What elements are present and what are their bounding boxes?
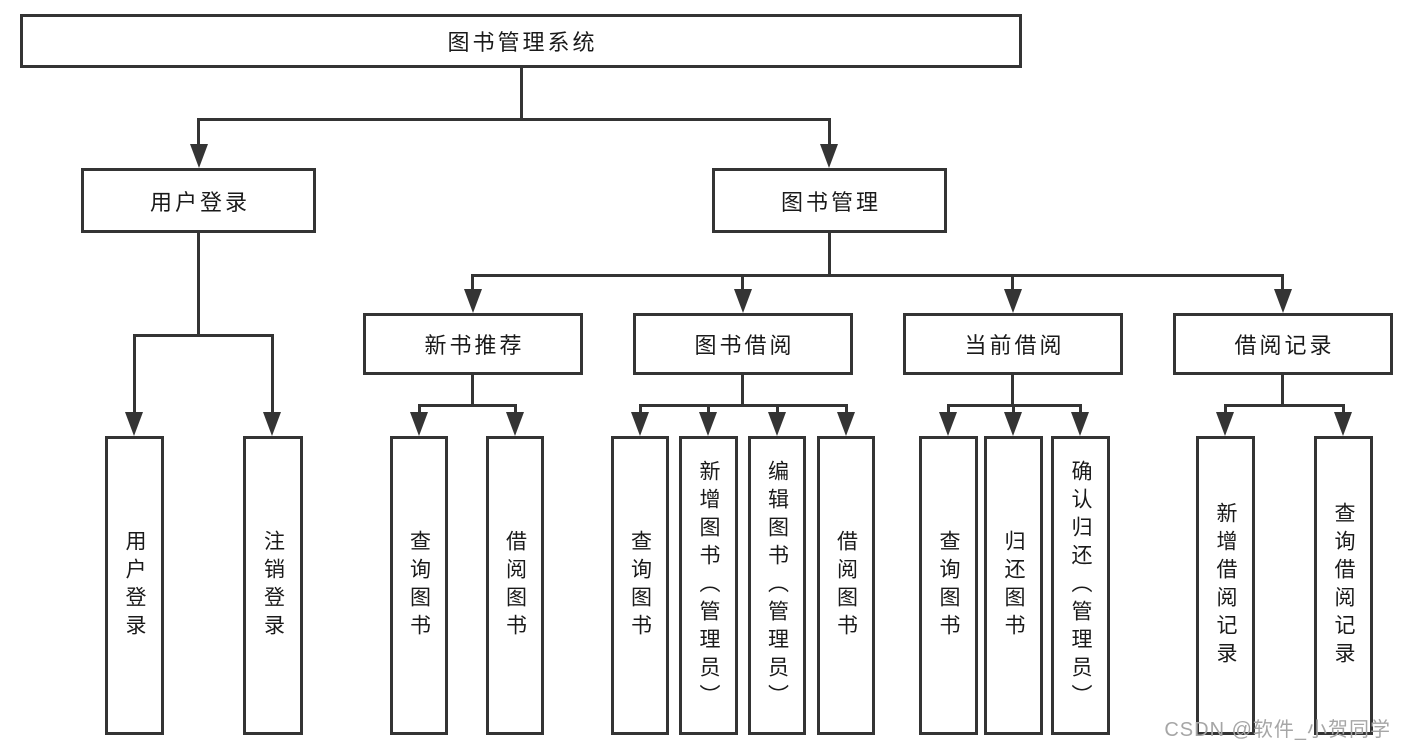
node-user-login: 用户登录 bbox=[81, 168, 316, 233]
connector-leaf-shaft bbox=[418, 406, 421, 414]
connector-borrow-records-stem bbox=[1281, 373, 1284, 407]
arrowhead-leaf-icon bbox=[1071, 412, 1089, 436]
node-label: 新书推荐 bbox=[424, 333, 525, 358]
node-new-book-recommendation: 新书推荐 bbox=[363, 313, 583, 375]
arrowhead-leaf-icon bbox=[410, 412, 428, 436]
arrowhead-current-borrow-icon bbox=[1004, 289, 1022, 313]
arrowhead-user-login-icon bbox=[190, 144, 208, 168]
leaf-query-borrow-record: 查询借阅记录 bbox=[1314, 436, 1373, 735]
connector-root-stem bbox=[520, 66, 523, 121]
connector-new-book-rail bbox=[418, 404, 517, 407]
connector-user-login-rail bbox=[133, 334, 274, 337]
connector-user-login-shaft bbox=[197, 120, 200, 146]
connector-current-borrow-shaft bbox=[1011, 276, 1014, 291]
leaf-label: 编辑图书（管理员） bbox=[765, 459, 789, 712]
leaf-label: 查询图书 bbox=[628, 529, 652, 642]
node-borrowing-records: 借阅记录 bbox=[1173, 313, 1393, 375]
leaf-label: 查询借阅记录 bbox=[1332, 501, 1355, 670]
connector-leaf-shaft bbox=[707, 406, 710, 414]
connector-leaf-shaft bbox=[639, 406, 642, 414]
arrowhead-leaf-login-icon bbox=[125, 412, 143, 436]
arrowhead-leaf-icon bbox=[1216, 412, 1234, 436]
node-current-borrowing: 当前借阅 bbox=[903, 313, 1123, 375]
connector-leaf-shaft bbox=[845, 406, 848, 414]
leaf-borrow-books-recommend: 借阅图书 bbox=[486, 436, 544, 735]
connector-leaf-shaft bbox=[1342, 406, 1345, 414]
node-label: 当前借阅 bbox=[964, 333, 1065, 358]
connector-book-borrow-shaft bbox=[741, 276, 744, 291]
arrowhead-leaf-icon bbox=[837, 412, 855, 436]
arrowhead-leaf-logout-icon bbox=[263, 412, 281, 436]
leaf-label: 归还图书 bbox=[1002, 529, 1025, 642]
connector-leaf-shaft bbox=[1224, 406, 1227, 414]
leaf-borrow-books-borrow: 借阅图书 bbox=[817, 436, 875, 735]
arrowhead-leaf-icon bbox=[506, 412, 524, 436]
leaf-label: 新增图书（管理员） bbox=[697, 459, 720, 712]
arrowhead-borrow-records-icon bbox=[1274, 289, 1292, 313]
connector-book-mgmt-stem bbox=[828, 231, 831, 277]
leaf-confirm-return-admin: 确认归还（管理员） bbox=[1051, 436, 1110, 735]
leaf-query-books-borrow: 查询图书 bbox=[611, 436, 669, 735]
leaf-return-books: 归还图书 bbox=[984, 436, 1043, 735]
leaf-label: 查询图书 bbox=[937, 529, 960, 642]
connector-leaf-shaft bbox=[1079, 406, 1082, 414]
connector-new-book-stem bbox=[471, 373, 474, 407]
node-label: 图书管理 bbox=[780, 189, 881, 215]
leaf-label: 借阅图书 bbox=[834, 529, 858, 642]
connector-current-borrow-rail bbox=[947, 404, 1082, 407]
connector-new-book-shaft bbox=[471, 276, 474, 291]
node-label: 图书借阅 bbox=[694, 333, 795, 358]
leaf-add-book-admin: 新增图书（管理员） bbox=[679, 436, 738, 735]
leaf-add-borrow-record: 新增借阅记录 bbox=[1196, 436, 1255, 735]
arrowhead-leaf-icon bbox=[939, 412, 957, 436]
node-library-management-system: 图书管理系统 bbox=[20, 14, 1022, 68]
connector-leaf-shaft bbox=[1012, 406, 1015, 414]
connector-current-borrow-stem bbox=[1011, 373, 1014, 407]
leaf-query-books-recommend: 查询图书 bbox=[390, 436, 448, 735]
arrowhead-leaf-icon bbox=[1334, 412, 1352, 436]
arrowhead-leaf-icon bbox=[631, 412, 649, 436]
leaf-logout: 注销登录 bbox=[243, 436, 303, 735]
leaf-user-login: 用户登录 bbox=[105, 436, 164, 735]
node-book-borrowing: 图书借阅 bbox=[633, 313, 853, 375]
node-label: 用户登录 bbox=[149, 189, 250, 215]
arrowhead-leaf-icon bbox=[1004, 412, 1022, 436]
connector-leaf-shaft bbox=[776, 406, 779, 414]
connector-leaf-login-shaft bbox=[133, 336, 136, 414]
connector-borrow-records-rail bbox=[1224, 404, 1345, 407]
arrowhead-book-borrow-icon bbox=[734, 289, 752, 313]
connector-level3-rail bbox=[471, 274, 1284, 277]
connector-book-mgmt-shaft bbox=[828, 120, 831, 146]
arrowhead-leaf-icon bbox=[768, 412, 786, 436]
connector-leaf-logout-shaft bbox=[271, 336, 274, 414]
leaf-label: 查询图书 bbox=[407, 529, 431, 642]
node-label: 图书管理系统 bbox=[447, 30, 598, 55]
leaf-label: 确认归还（管理员） bbox=[1069, 459, 1092, 712]
connector-borrow-records-shaft bbox=[1281, 276, 1284, 291]
connector-book-borrow-stem bbox=[741, 373, 744, 407]
node-label: 借阅记录 bbox=[1234, 333, 1335, 358]
leaf-label: 新增借阅记录 bbox=[1214, 501, 1237, 670]
leaf-label: 注销登录 bbox=[261, 529, 285, 642]
connector-leaf-shaft bbox=[514, 406, 517, 414]
leaf-label: 用户登录 bbox=[123, 529, 146, 642]
arrowhead-new-book-icon bbox=[464, 289, 482, 313]
node-book-management: 图书管理 bbox=[712, 168, 947, 233]
leaf-edit-book-admin: 编辑图书（管理员） bbox=[748, 436, 806, 735]
arrowhead-leaf-icon bbox=[699, 412, 717, 436]
connector-user-login-stem bbox=[197, 231, 200, 337]
connector-book-borrow-rail bbox=[639, 404, 848, 407]
leaf-label: 借阅图书 bbox=[503, 529, 527, 642]
arrowhead-book-mgmt-icon bbox=[820, 144, 838, 168]
connector-root-rail bbox=[197, 118, 831, 121]
leaf-query-books-current: 查询图书 bbox=[919, 436, 978, 735]
watermark: CSDN @软件_小贺同学 bbox=[1164, 719, 1391, 741]
connector-leaf-shaft bbox=[947, 406, 950, 414]
